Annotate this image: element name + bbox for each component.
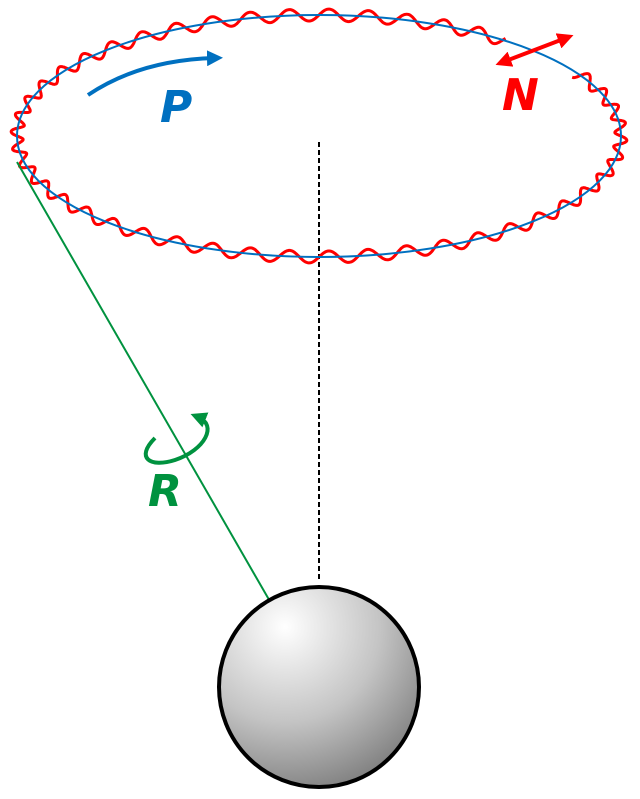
nutation-arrow-icon xyxy=(495,33,574,67)
sphere xyxy=(217,585,421,789)
nutation-label: N xyxy=(502,70,539,121)
rotation-axis-line xyxy=(16,161,280,618)
precession-arrow-icon xyxy=(86,50,223,97)
nutation-wave-path xyxy=(9,7,629,265)
precession-label: P xyxy=(160,82,192,133)
precession-ellipse xyxy=(16,14,622,258)
rotation-label: R xyxy=(148,466,182,517)
rotation-arrow-icon xyxy=(143,412,210,465)
